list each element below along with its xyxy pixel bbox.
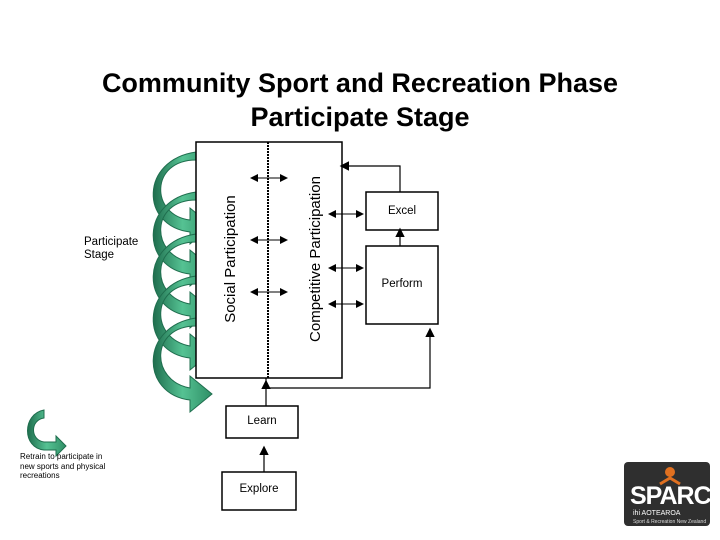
title-line-1: Community Sport and Recreation Phase [101, 68, 619, 98]
logo-subtitle-small: Sport & Recreation New Zealand [633, 519, 707, 525]
social-participation-label: Social Participation [222, 195, 239, 323]
learn-box [225, 405, 299, 439]
perform-label: Perform [381, 278, 423, 290]
competitive-participation-label: Competitive Participation [307, 176, 324, 342]
curved-arrow-5 [152, 317, 213, 414]
title-line-2: Participate Stage [250, 102, 470, 132]
retrain-label: Retrain to participate in new sports and… [20, 452, 106, 480]
logo-text: SPARC [630, 482, 712, 510]
retrain-arrow-icon [27, 409, 67, 458]
exchange-arrows [250, 174, 364, 308]
excel-box [365, 191, 439, 231]
excel-label: Excel [387, 205, 417, 217]
explore-label: Explore [239, 483, 279, 495]
logo-subtitle: ihi AOTEAROA [633, 510, 681, 517]
loop-top [339, 161, 401, 192]
sparc-logo [624, 462, 710, 526]
participate-stage-label: Participate Stage [84, 236, 139, 261]
learn-label: Learn [247, 415, 277, 427]
explore-box [221, 471, 297, 511]
perform-box [365, 245, 439, 325]
page-title: Community Sport and Recreation Phase Par… [0, 66, 720, 134]
